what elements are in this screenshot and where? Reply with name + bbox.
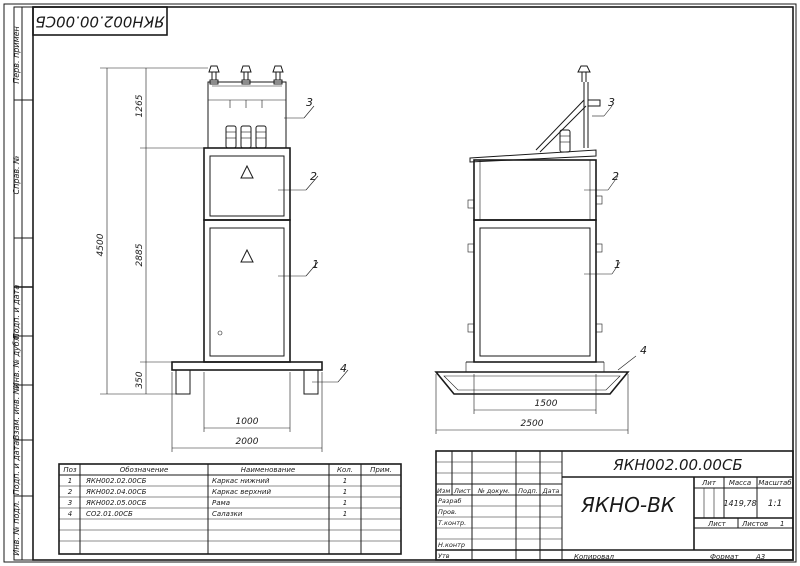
svg-text:Каркас верхний: Каркас верхний xyxy=(212,488,271,496)
title-sheets-value: 1 xyxy=(780,520,784,528)
title-mass-label: Масса xyxy=(729,479,751,487)
callout-1: 1 xyxy=(312,258,319,271)
title-block: ЯКН002.00.00СБ ЯКНО-ВК Лит Масса Масштаб… xyxy=(435,450,794,561)
dim-side-body-width: 1500 xyxy=(535,399,558,409)
callout-4: 4 xyxy=(340,362,347,375)
svg-text:1: 1 xyxy=(343,477,347,485)
svg-text:4: 4 xyxy=(68,510,72,518)
svg-text:Рама: Рама xyxy=(212,499,230,507)
spec-table: Поз Обозначение Наименование Кол. Прим. … xyxy=(58,463,402,555)
front-insulators xyxy=(208,65,284,85)
table-row: 2 ЯКН002.04.00СБ Каркас верхний 1 xyxy=(68,488,347,496)
title-sheets-label: Листов xyxy=(741,520,768,528)
dim-side-skid-width: 2500 xyxy=(521,419,544,429)
title-col-sign: Подп. xyxy=(518,487,538,495)
table-row: 1 ЯКН002.02.00СБ Каркас нижний 1 xyxy=(68,477,347,485)
side-skid xyxy=(434,371,630,395)
front-view: 4500 1265 2885 350 1000 2000 1 2 3 xyxy=(96,65,349,452)
side-callout-4: 4 xyxy=(640,344,647,357)
dim-front-skid-width: 2000 xyxy=(236,437,259,447)
svg-text:Салазки: Салазки xyxy=(212,510,243,518)
side-callout-1: 1 xyxy=(614,258,621,271)
title-lit-label: Лит xyxy=(701,479,717,487)
spec-header-4: Прим. xyxy=(370,466,392,474)
title-role-0: Разраб xyxy=(438,497,461,505)
svg-text:СО2.01.00СБ: СО2.01.00СБ xyxy=(86,510,133,518)
title-col-izm: Изм xyxy=(437,487,450,495)
svg-text:2: 2 xyxy=(68,488,73,496)
side-label-5: Подп. и дата xyxy=(12,441,21,496)
side-top-insulator xyxy=(577,65,591,82)
svg-text:3: 3 xyxy=(68,499,72,507)
callout-2: 2 xyxy=(310,170,317,183)
dim-skid-height: 350 xyxy=(135,371,145,388)
spec-header-2: Наименование xyxy=(241,466,295,474)
left-margin-strip: Перв. примен Справ. № Подп. и дата Инв. … xyxy=(12,6,34,561)
side-view: 1500 2500 1 2 3 4 xyxy=(434,65,647,434)
front-bushings xyxy=(225,125,267,149)
title-role-1: Пров. xyxy=(438,508,457,516)
side-label-2: Подп. и дата xyxy=(12,285,21,340)
svg-text:1: 1 xyxy=(68,477,72,485)
front-callouts: 1 2 3 4 xyxy=(278,96,349,383)
svg-text:ЯКН002.05.00СБ: ЯКН002.05.00СБ xyxy=(85,499,147,507)
svg-text:ЯКН002.04.00СБ: ЯКН002.04.00СБ xyxy=(85,488,147,496)
front-dimensions: 4500 1265 2885 350 1000 2000 xyxy=(96,67,323,452)
sheet-frame: ЯКН002.00.00СБ xyxy=(3,3,797,563)
side-label-6: Инв. № подл. xyxy=(12,500,21,555)
title-scale-value: 1:1 xyxy=(768,499,782,509)
svg-text:ЯКН002.02.00СБ: ЯКН002.02.00СБ xyxy=(85,477,147,485)
side-upper-cabinet xyxy=(473,159,597,221)
title-format-label: Формат xyxy=(710,553,739,561)
table-row: 3 ЯКН002.05.00СБ Рама 1 xyxy=(68,499,347,507)
spec-header-3: Кол. xyxy=(337,466,353,474)
front-lower-cabinet xyxy=(203,219,291,363)
title-role-4: Утв xyxy=(438,552,450,560)
title-col-list: Лист xyxy=(453,487,471,495)
title-format-value: А3 xyxy=(755,553,765,561)
side-roof xyxy=(469,149,597,163)
dim-front-body-width: 1000 xyxy=(236,417,259,427)
spec-header-0: Поз xyxy=(63,466,77,474)
front-upper-cabinet xyxy=(203,147,291,221)
svg-text:1: 1 xyxy=(343,499,347,507)
dim-mid-height: 2885 xyxy=(135,243,145,266)
side-label-0: Перв. примен xyxy=(12,26,21,84)
title-designation: ЯКН002.00.00СБ xyxy=(612,456,742,474)
title-col-date: Дата xyxy=(542,487,560,495)
title-sheet-label: Лист xyxy=(707,520,727,528)
title-copied-label: Копировал xyxy=(574,553,615,561)
side-callouts: 1 2 3 4 xyxy=(584,96,647,371)
side-dimensions: 1500 2500 xyxy=(435,374,629,434)
side-lower-cabinet xyxy=(473,219,597,363)
title-product-name: ЯКНО-ВК xyxy=(580,493,676,517)
title-role-3: Н.контр xyxy=(438,541,465,549)
side-callout-3: 3 xyxy=(608,96,615,109)
spec-header-1: Обозначение xyxy=(120,466,169,474)
svg-text:1: 1 xyxy=(343,488,347,496)
side-callout-2: 2 xyxy=(612,170,619,183)
side-label-4: Взам. инв. № xyxy=(12,386,21,440)
side-label-3: Инв. № дубл. xyxy=(12,334,21,389)
table-row: 4 СО2.01.00СБ Салазки 1 xyxy=(68,510,347,518)
title-mass-value: 1419,78 xyxy=(723,499,756,508)
side-label-1: Справ. № xyxy=(12,156,21,195)
svg-text:Каркас нижний: Каркас нижний xyxy=(212,477,270,485)
top-stamp-text: ЯКН002.00.00СБ xyxy=(35,13,165,31)
dim-total-height: 4500 xyxy=(96,233,106,256)
front-warning-icon-upper xyxy=(240,164,254,179)
title-col-doc: № докум. xyxy=(477,487,510,495)
callout-3: 3 xyxy=(306,96,313,109)
title-role-2: Т.контр. xyxy=(438,519,466,527)
svg-text:1: 1 xyxy=(343,510,347,518)
title-scale-label: Масштаб xyxy=(758,479,792,487)
front-skid xyxy=(171,361,323,371)
dim-top-height: 1265 xyxy=(135,94,145,117)
front-warning-icon-lower xyxy=(240,248,254,263)
